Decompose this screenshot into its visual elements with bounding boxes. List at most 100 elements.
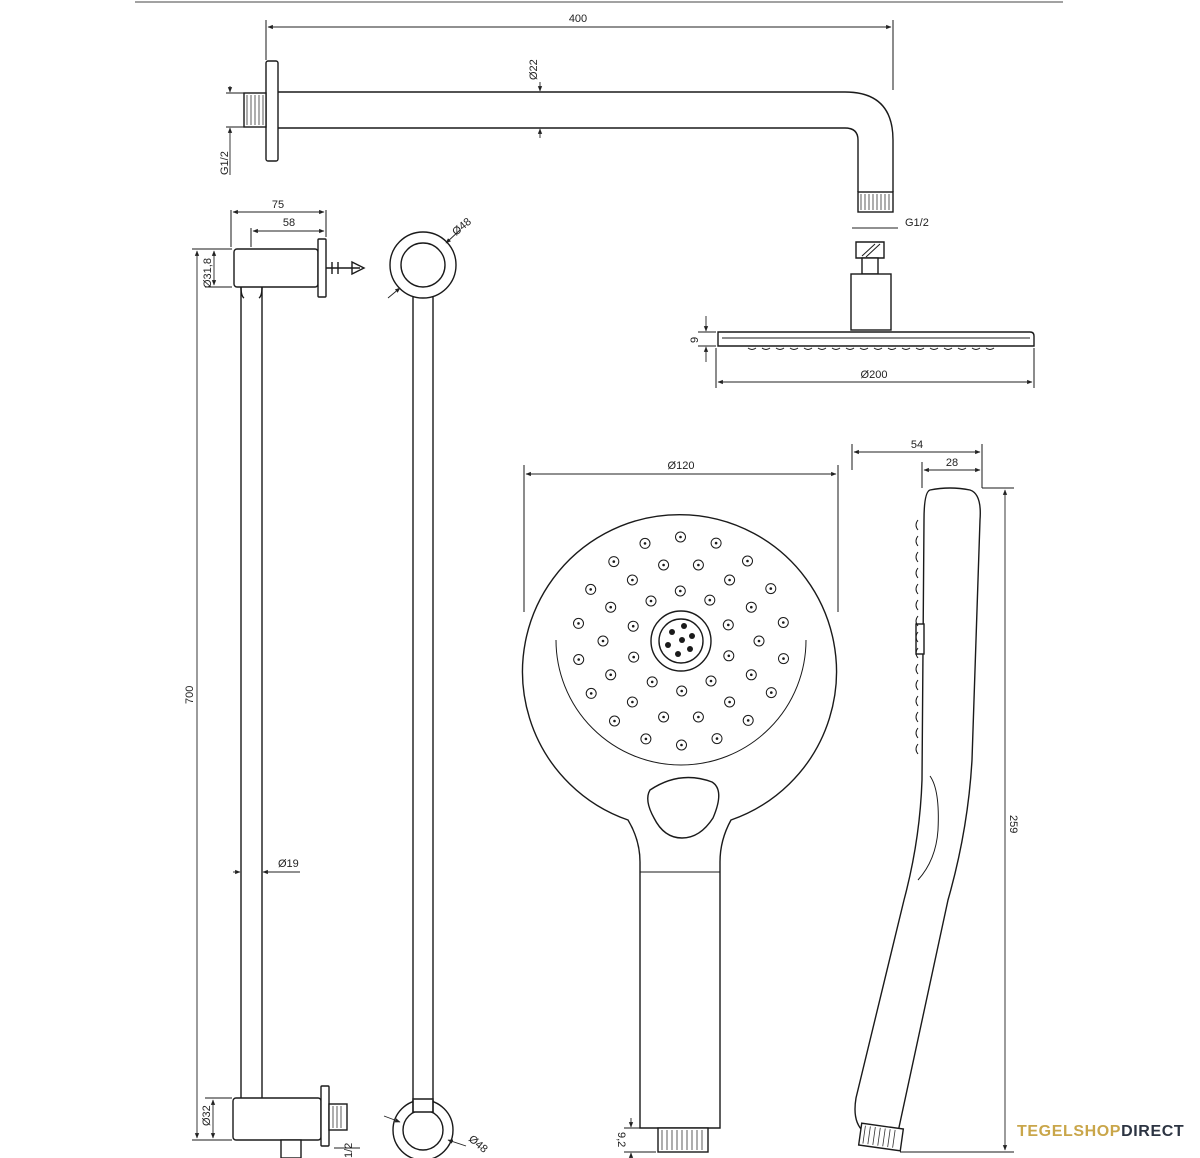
dim-bottom-front-diameter: Ø48 bbox=[466, 1133, 490, 1156]
nozzle bbox=[710, 537, 722, 549]
nozzle-dot bbox=[601, 639, 605, 643]
nozzle bbox=[724, 696, 736, 708]
nozzle bbox=[724, 574, 736, 586]
nozzle-dot bbox=[782, 657, 785, 660]
nozzle bbox=[658, 559, 670, 571]
nozzle bbox=[778, 653, 789, 665]
nozzle bbox=[692, 711, 704, 723]
nozzle bbox=[711, 733, 723, 745]
nozzle-dot bbox=[679, 535, 682, 539]
nozzle-dot bbox=[750, 673, 753, 677]
nozzle bbox=[639, 537, 651, 549]
dim-outlet-thread: G1/2 bbox=[905, 217, 929, 229]
rail-front-view bbox=[389, 231, 457, 1158]
dim-bracket-top-diameter: Ø31,8 bbox=[202, 258, 214, 288]
nozzle-dot bbox=[769, 587, 773, 590]
nozzle-dot bbox=[613, 719, 616, 723]
nozzle bbox=[573, 617, 584, 629]
side-nozzle bbox=[915, 567, 919, 579]
nozzle-dot bbox=[757, 639, 761, 643]
nozzle bbox=[753, 635, 765, 647]
nozzle bbox=[742, 714, 754, 726]
nozzle bbox=[626, 574, 638, 586]
nozzle bbox=[608, 556, 620, 568]
nozzle bbox=[723, 650, 735, 662]
hand-shower-outline bbox=[521, 514, 838, 1129]
nozzle bbox=[658, 711, 670, 723]
side-nozzle bbox=[915, 727, 919, 739]
nozzle-dot bbox=[662, 563, 665, 567]
nozzle bbox=[765, 687, 777, 699]
nozzle bbox=[585, 687, 597, 699]
dim-head-diameter: Ø200 bbox=[861, 369, 888, 381]
side-nozzle bbox=[915, 695, 919, 707]
side-nozzle bbox=[915, 711, 919, 723]
nozzle-dot bbox=[680, 689, 683, 693]
nozzle bbox=[645, 595, 657, 607]
nozzle-dot bbox=[697, 715, 700, 719]
nozzle bbox=[777, 617, 789, 628]
nozzle bbox=[692, 559, 704, 571]
nozzle bbox=[765, 583, 777, 595]
nozzle-dot bbox=[662, 715, 665, 719]
dim-bottom-bracket-diameter: Ø32 bbox=[201, 1105, 213, 1126]
rail-tube bbox=[240, 287, 263, 1098]
arm-outlet-thread bbox=[857, 191, 894, 213]
nozzle bbox=[609, 715, 620, 727]
nozzle bbox=[605, 601, 617, 613]
nozzle-dot bbox=[631, 624, 635, 628]
rain-head-disc bbox=[717, 331, 1035, 347]
nozzle bbox=[704, 594, 716, 606]
nozzle bbox=[597, 635, 609, 647]
side-nozzle bbox=[915, 535, 919, 547]
hand-shower-nozzles bbox=[573, 531, 789, 751]
side-nozzle bbox=[915, 631, 919, 643]
side-nozzle bbox=[915, 743, 919, 755]
nozzle bbox=[742, 555, 753, 567]
nozzle-dot bbox=[680, 743, 683, 747]
dim-arm-diameter: Ø22 bbox=[528, 59, 540, 80]
nozzle-dot bbox=[708, 598, 712, 602]
nozzle-dot bbox=[750, 605, 753, 609]
nozzle bbox=[745, 601, 757, 613]
nozzle bbox=[628, 651, 640, 663]
dim-hand-shower-thread: 9,2 bbox=[615, 1132, 627, 1147]
nozzle bbox=[675, 531, 686, 543]
dim-bracket-offset: 58 bbox=[283, 217, 295, 229]
nozzle bbox=[626, 696, 638, 708]
rail-side-view bbox=[232, 238, 366, 1158]
dim-hand-shower-face-depth: 28 bbox=[946, 457, 958, 469]
dim-bracket-front-diameter: Ø48 bbox=[450, 216, 474, 239]
nozzle bbox=[676, 739, 687, 751]
nozzle bbox=[674, 585, 686, 597]
side-nozzle bbox=[915, 663, 919, 675]
shower-arm bbox=[243, 60, 894, 213]
dim-hand-shower-diameter: Ø120 bbox=[668, 460, 695, 472]
nozzle-dot bbox=[649, 599, 653, 603]
nozzle-dot bbox=[746, 719, 750, 722]
nozzle bbox=[640, 733, 652, 745]
dim-rail-height: 700 bbox=[184, 686, 196, 704]
nozzle bbox=[573, 654, 585, 665]
nozzle-dot bbox=[589, 588, 592, 591]
dim-rail-diameter: Ø19 bbox=[278, 858, 299, 870]
nozzle-dot bbox=[679, 589, 682, 593]
nozzle-dot bbox=[714, 541, 718, 545]
side-nozzle bbox=[915, 599, 919, 611]
brand-part-2: DIRECT bbox=[1121, 1123, 1185, 1140]
nozzle-dot bbox=[577, 658, 580, 661]
dim-bracket-depth: 75 bbox=[272, 199, 284, 211]
nozzle-dot bbox=[632, 655, 635, 659]
nozzle bbox=[646, 676, 658, 688]
wall-flange bbox=[265, 60, 279, 162]
nozzle bbox=[722, 619, 734, 631]
hand-shower-grip bbox=[647, 776, 720, 839]
rain-head-nozzles bbox=[747, 345, 995, 350]
hand-shower-side bbox=[854, 487, 981, 1152]
side-nozzle bbox=[915, 615, 919, 627]
nozzle-dot bbox=[782, 621, 785, 624]
nozzle-dot bbox=[728, 700, 731, 704]
nozzle-dot bbox=[727, 654, 731, 658]
nozzle bbox=[605, 669, 617, 681]
